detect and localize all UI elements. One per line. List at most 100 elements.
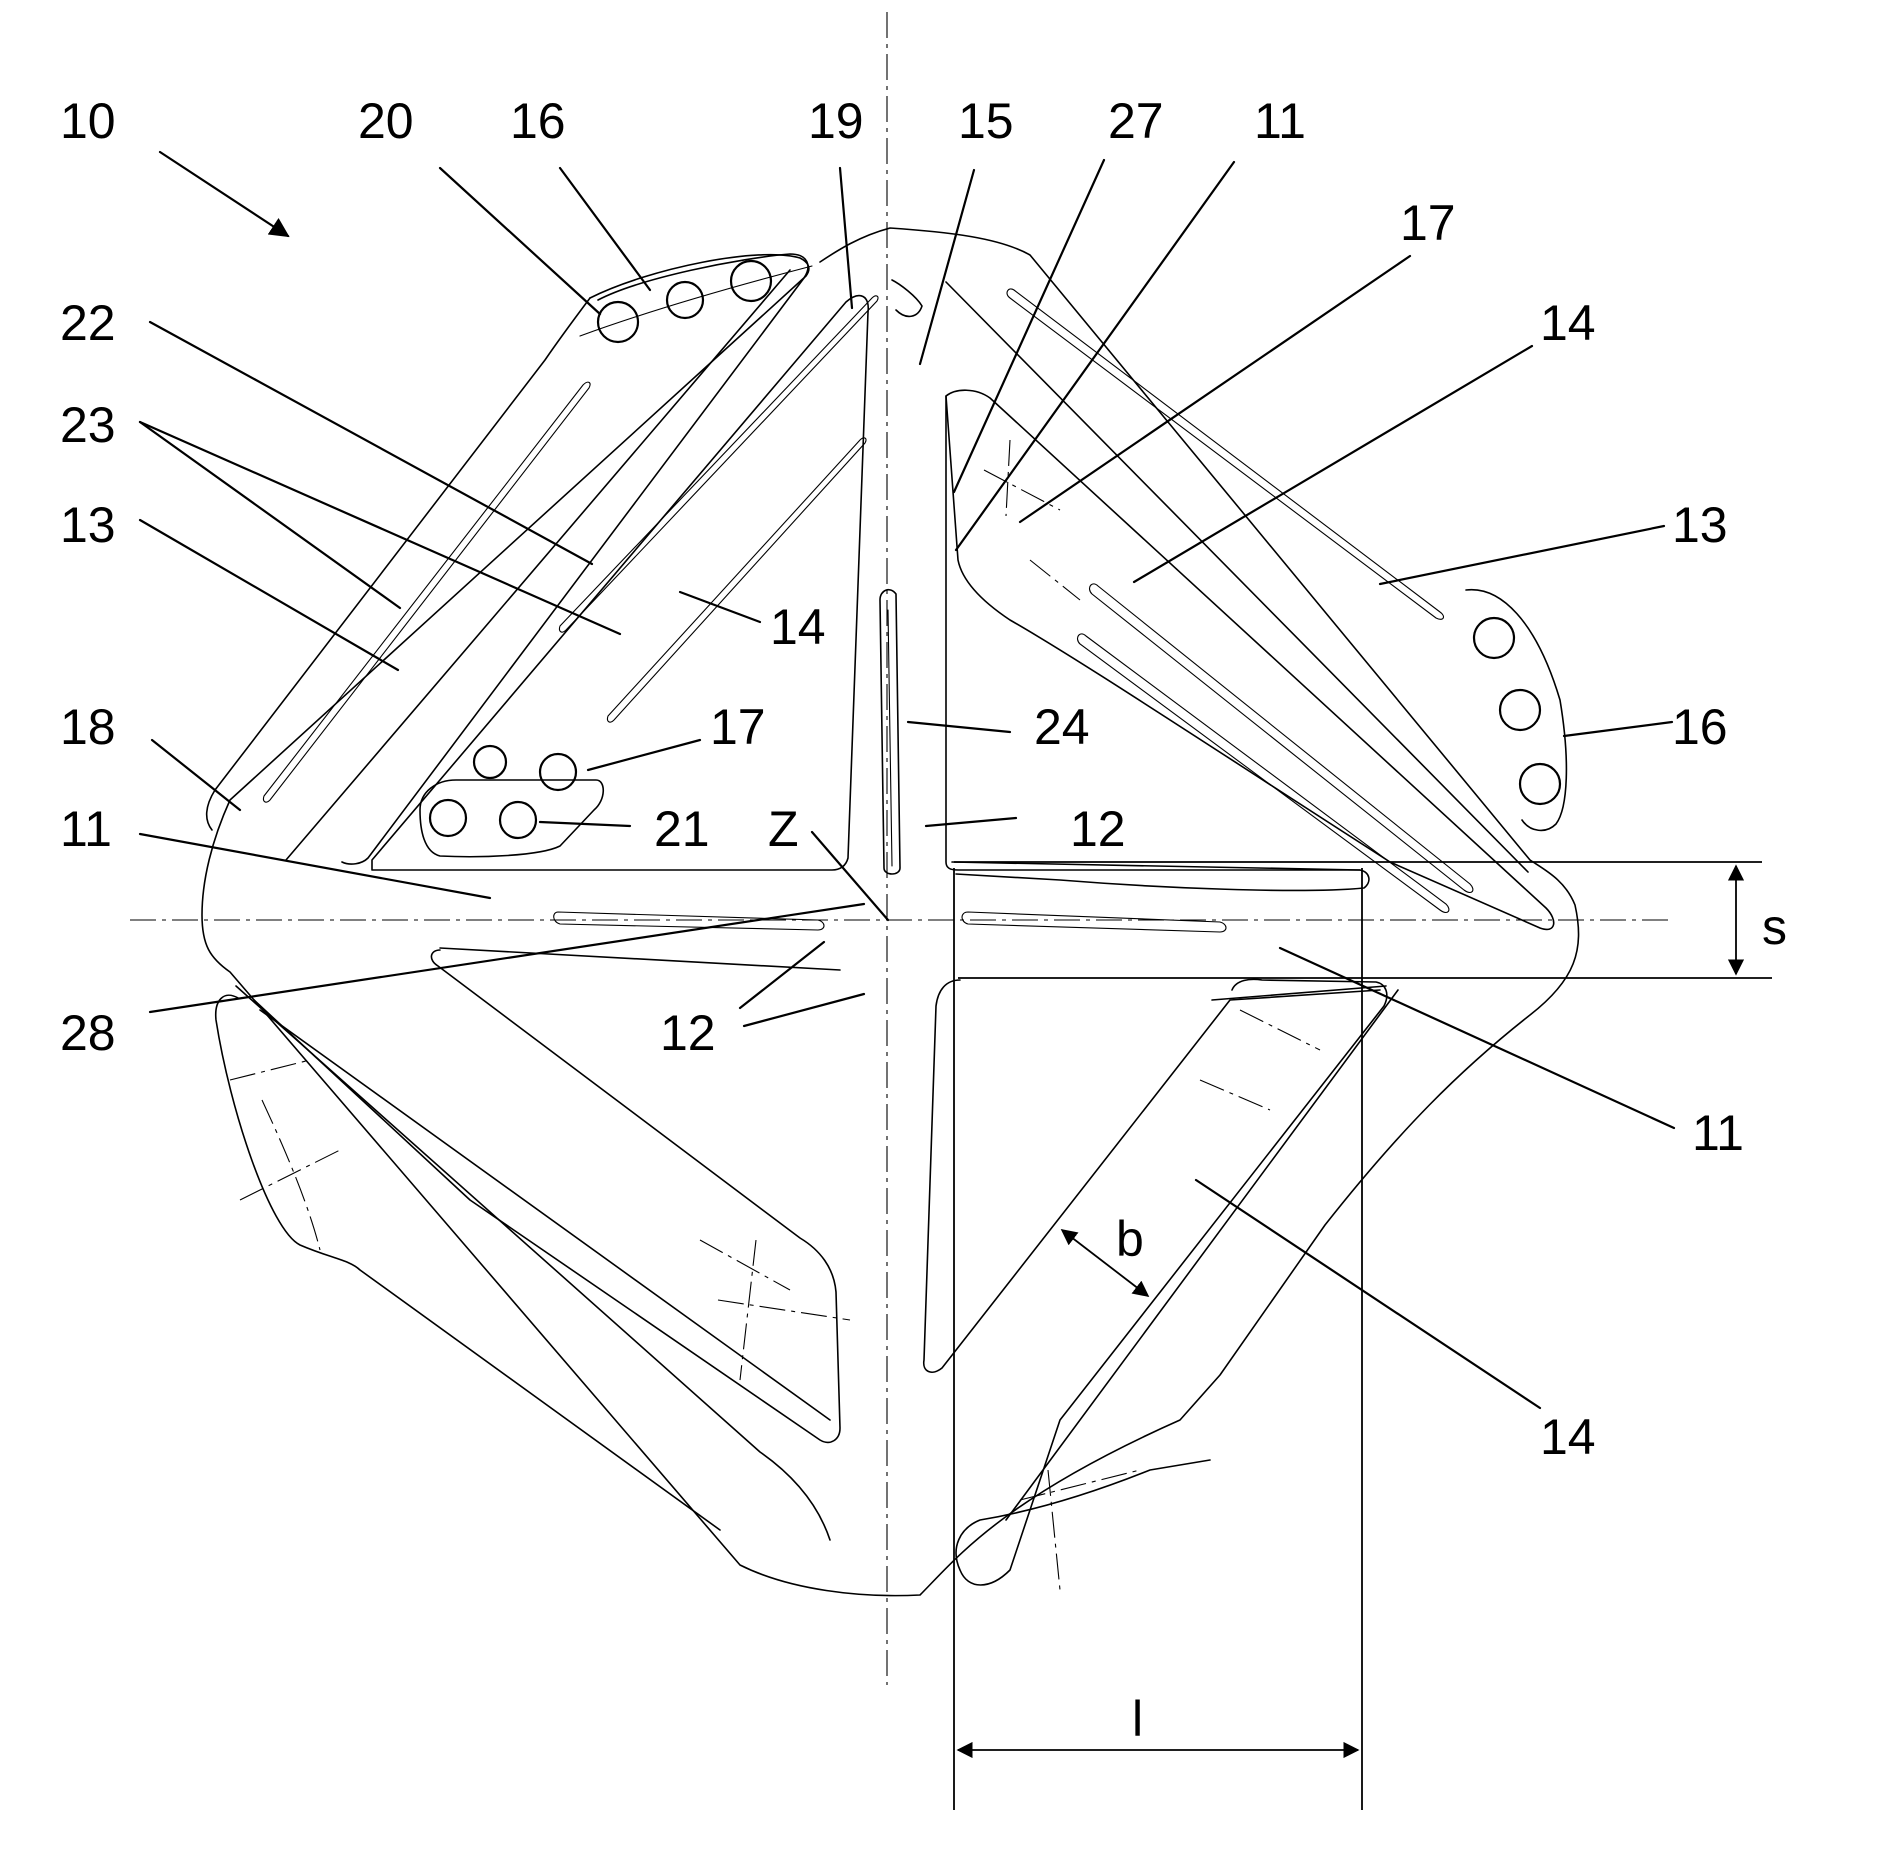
- hole-plate-16-right: [1466, 590, 1566, 831]
- label-20: 20: [358, 93, 414, 149]
- hole-16-right-a: [1474, 618, 1514, 658]
- label-16-top: 16: [510, 93, 566, 149]
- label-24: 24: [1034, 699, 1090, 755]
- hole-21-b: [500, 802, 536, 838]
- hole-16-a: [667, 282, 703, 318]
- label-22: 22: [60, 295, 116, 351]
- label-b: b: [1116, 1211, 1144, 1267]
- lower-right-long-edge: [1006, 990, 1398, 1520]
- leader-24: [908, 722, 1010, 732]
- hole-20: [598, 302, 638, 342]
- label-21: 21: [654, 801, 710, 857]
- mark-lower-center-1: [700, 1240, 790, 1290]
- label-12-right: 12: [1070, 801, 1126, 857]
- label-s: s: [1762, 899, 1787, 955]
- slot-22-left: [607, 438, 866, 722]
- hole-17-a: [474, 746, 506, 778]
- mark-lower-left-2: [240, 1150, 340, 1200]
- leader-14-top: [1134, 346, 1532, 582]
- label-15: 15: [958, 93, 1014, 149]
- label-14-bottom: 14: [1540, 1409, 1596, 1465]
- hole-16-b: [731, 261, 771, 301]
- upper-left-lobe: [207, 298, 590, 830]
- label-11-right: 11: [1692, 1105, 1744, 1161]
- arrow-10: [160, 152, 288, 236]
- dimensions: [954, 862, 1772, 1810]
- leader-17-top: [1020, 256, 1410, 522]
- lower-right-inner-edge: [1212, 986, 1386, 1000]
- mark-upper-right-1: [984, 470, 1060, 510]
- upper-left-arm: [263, 254, 878, 870]
- label-12-bottom: 12: [660, 1005, 716, 1061]
- leader-12-b: [744, 994, 864, 1026]
- label-17-top: 17: [1400, 195, 1456, 251]
- slot-14-right-a: [1090, 584, 1473, 893]
- apex-notch: [892, 280, 922, 316]
- slot-11-right: [962, 912, 1226, 932]
- label-l: l: [1132, 1691, 1143, 1747]
- label-28: 28: [60, 1005, 116, 1061]
- hole-16-right-c: [1520, 764, 1560, 804]
- hole-16-right-b: [1500, 690, 1540, 730]
- leader-11-right: [1280, 948, 1674, 1128]
- center-column: [880, 280, 1360, 874]
- lower-left-arm: [216, 950, 840, 1530]
- leader-15: [920, 170, 974, 364]
- leader-17-mid: [588, 740, 700, 770]
- hole-17-b: [540, 754, 576, 790]
- label-18: 18: [60, 699, 116, 755]
- hole-21-a: [430, 800, 466, 836]
- label-16-right: 16: [1672, 699, 1728, 755]
- label-23: 23: [60, 397, 116, 453]
- upper-right-arm-plate: [946, 390, 1554, 929]
- leader-19: [840, 168, 852, 308]
- label-19: 19: [808, 93, 864, 149]
- inner-edge-27: [946, 282, 1528, 872]
- center-column-right-edge: [946, 396, 1360, 870]
- label-11-left: 11: [60, 801, 112, 857]
- leader-11-top: [956, 162, 1234, 550]
- lower-left-bracket: [260, 1010, 830, 1420]
- mark-lower-right-4: [1048, 1470, 1060, 1590]
- leader-13-right: [1380, 526, 1664, 584]
- upper-right-arm: [946, 282, 1554, 929]
- lower-right-arm-plate: [956, 979, 1387, 1585]
- horizontal-slots: [440, 862, 1369, 970]
- leader-22: [150, 322, 592, 564]
- slot-13-right: [1007, 289, 1443, 619]
- mark-lower-left-1: [230, 1060, 310, 1080]
- body-outline: [202, 228, 1579, 1596]
- center-slot-24-inner: [888, 610, 892, 866]
- leader-12-a: [740, 942, 824, 1008]
- leader-21: [540, 822, 630, 826]
- upper-left-inner-edge: [286, 270, 790, 860]
- hole-plate-17: [420, 780, 603, 857]
- leader-23-b: [140, 422, 620, 634]
- lower-right-plate-14: [924, 980, 1380, 1372]
- lower-right-arm: [924, 979, 1398, 1585]
- lower-left-arm-plate: [216, 995, 720, 1530]
- mark-upper-right-3: [1030, 560, 1080, 600]
- slot-13-left: [263, 382, 590, 802]
- leader-13-left: [140, 520, 398, 670]
- leader-14-mid: [680, 592, 760, 622]
- leader-16-right: [1564, 722, 1672, 736]
- leader-lines: [140, 152, 1674, 1408]
- mark-lower-center-3: [740, 1240, 756, 1380]
- inner-plate-14-upper-left: [372, 296, 868, 870]
- label-17-mid: 17: [710, 699, 766, 755]
- slot-23-left: [559, 296, 878, 632]
- label-Z: Z: [768, 801, 799, 857]
- label-10: 10: [60, 93, 116, 149]
- leader-11-left: [140, 834, 490, 898]
- slot-28-left: [554, 912, 824, 930]
- label-14-top: 14: [1540, 295, 1596, 351]
- outer-body: [202, 228, 1579, 1596]
- label-13-right: 13: [1672, 497, 1728, 553]
- leader-14-bottom: [1196, 1180, 1540, 1408]
- label-11-top: 11: [1254, 93, 1306, 149]
- hole-row-upper-left-line: [580, 266, 812, 336]
- label-27: 27: [1108, 93, 1164, 149]
- leader-16-top: [560, 168, 650, 290]
